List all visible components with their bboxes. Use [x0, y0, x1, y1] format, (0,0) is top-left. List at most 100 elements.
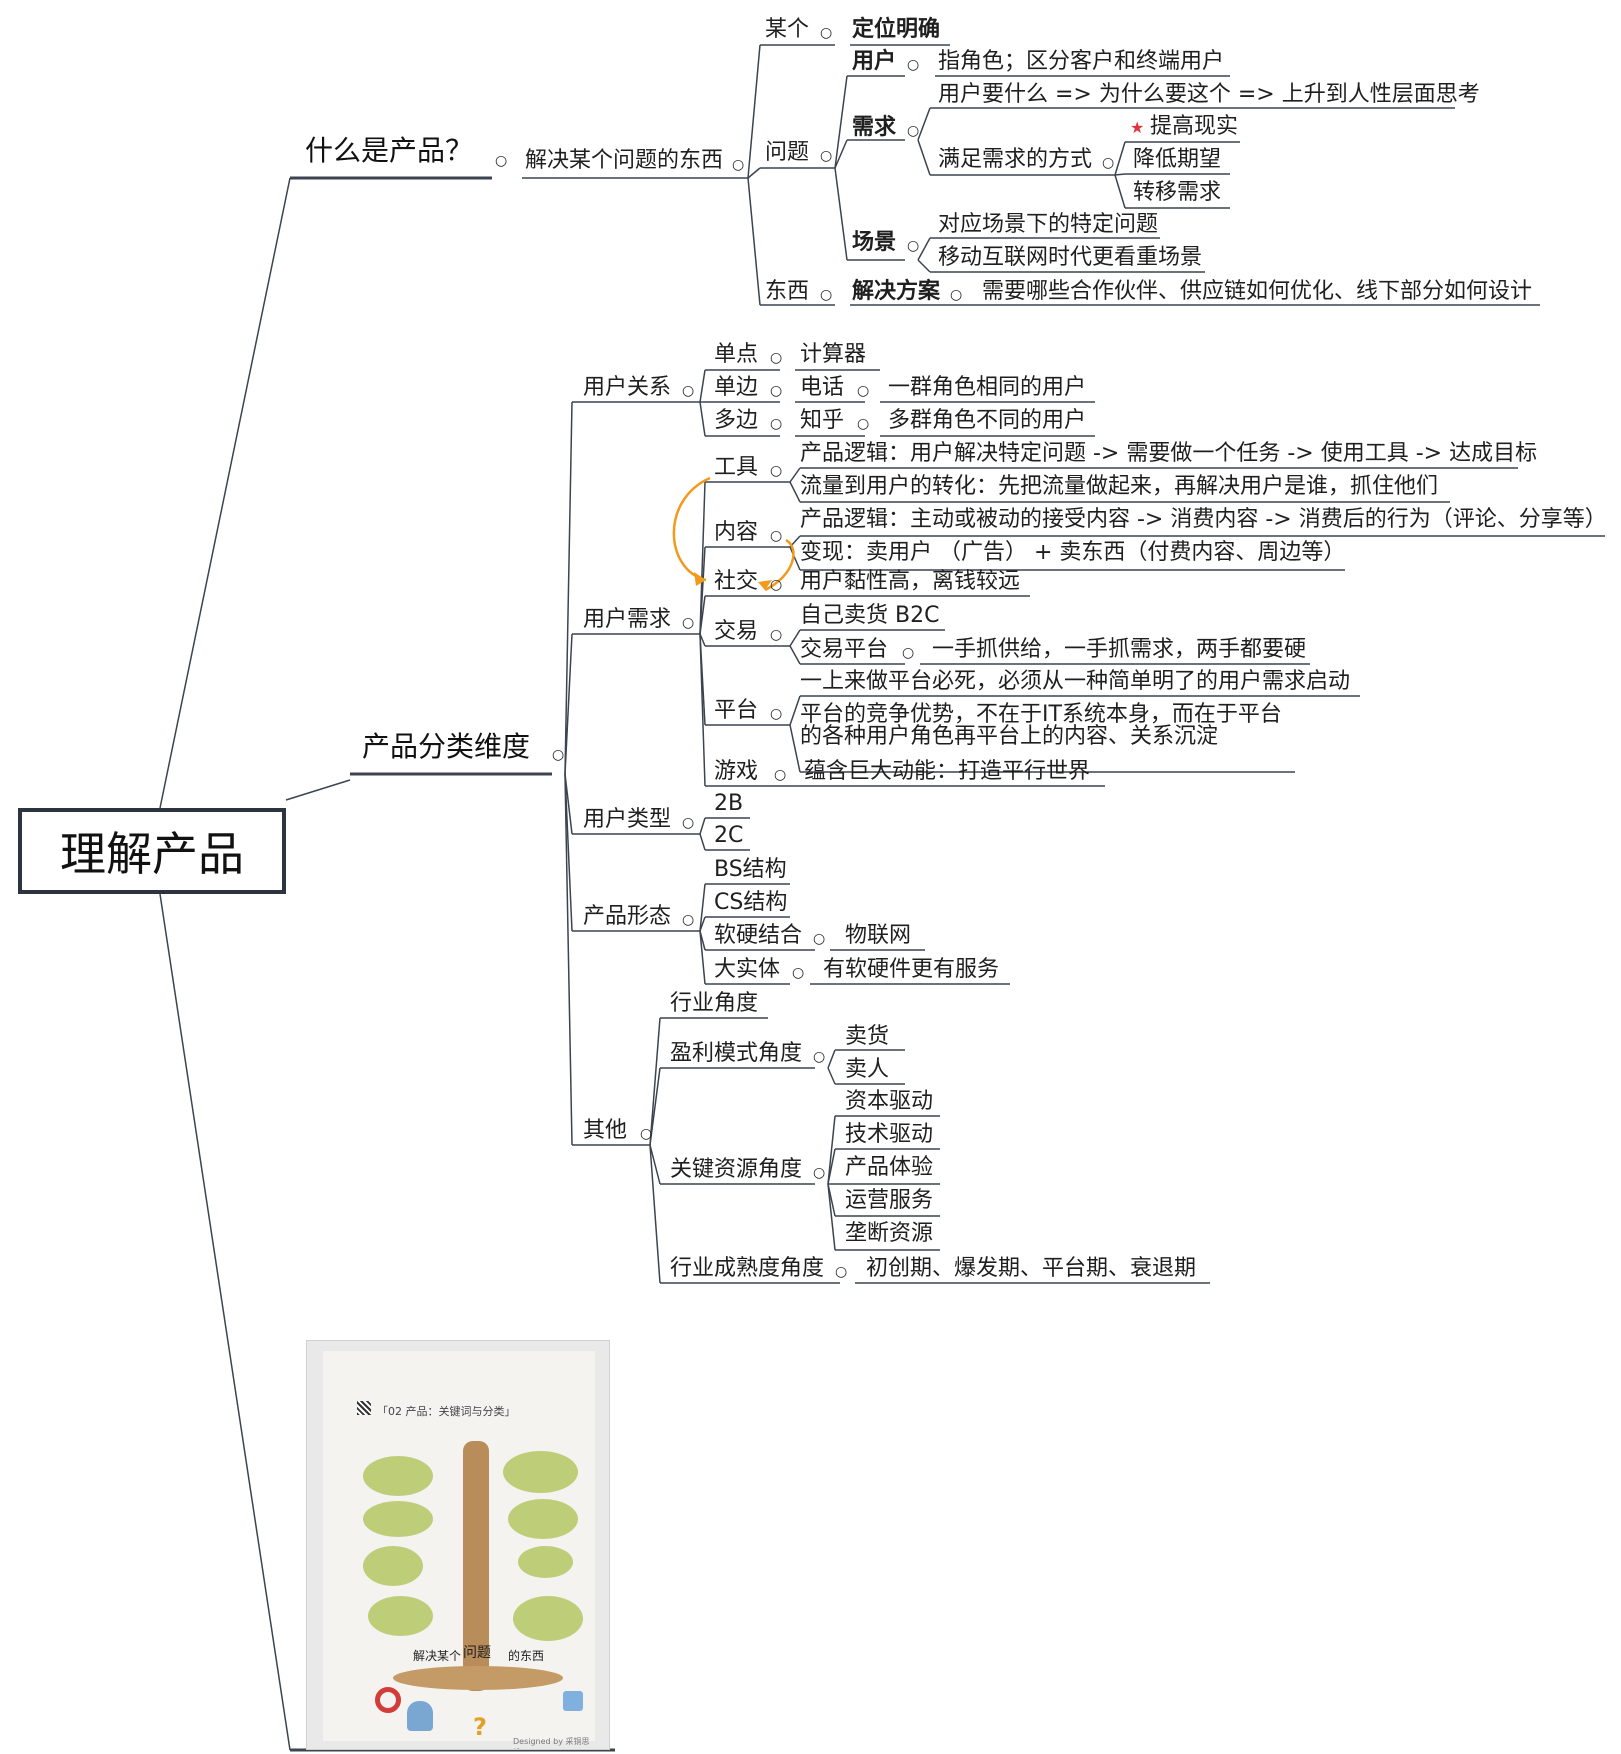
collapse-dot-icon: ○	[682, 383, 695, 399]
collapse-dot-icon: ○	[835, 1264, 848, 1280]
form-iot[interactable]: 物联网	[845, 923, 912, 948]
relation-b-0[interactable]: 计算器	[800, 342, 867, 367]
need-content-2[interactable]: 变现：卖用户 （广告） + 卖东西（付费内容、周边等）	[800, 540, 1346, 565]
node-scene-1[interactable]: 对应场景下的特定问题	[938, 212, 1159, 237]
need-social[interactable]: 社交	[714, 569, 759, 594]
collapse-dot-icon: ○	[640, 1126, 653, 1142]
relation-a-2[interactable]: 多边	[714, 408, 759, 433]
collapse-dot-icon: ○	[1102, 155, 1115, 171]
branch-classification[interactable]: 产品分类维度	[362, 730, 531, 763]
other-industry[interactable]: 行业角度	[670, 991, 759, 1016]
need-social-value[interactable]: 用户黏性高，离钱较远	[800, 569, 1021, 594]
need-platform-2[interactable]: 平台的竞争优势，不在于IT系统本身，而在于平台	[800, 702, 1282, 727]
node-scene-2[interactable]: 移动互联网时代更看重场景	[938, 245, 1203, 270]
collapse-dot-icon: ○	[907, 123, 920, 139]
resource-1[interactable]: 资本驱动	[845, 1089, 934, 1114]
node-user-types[interactable]: 用户类型	[583, 807, 672, 832]
resource-5[interactable]: 垄断资源	[845, 1221, 934, 1246]
form-entity[interactable]: 大实体	[714, 957, 781, 982]
other-maturity[interactable]: 行业成熟度角度	[670, 1256, 825, 1281]
node-user[interactable]: 用户	[852, 49, 897, 74]
need-content[interactable]: 内容	[714, 520, 759, 545]
leaf-shape	[363, 1501, 433, 1537]
photo-paper: 「02 产品：关键词与分类」 解决某个 问题 的东西 ? Designed by…	[323, 1351, 595, 1749]
resource-4[interactable]: 运营服务	[845, 1188, 934, 1213]
node-way-2[interactable]: 降低期望	[1133, 147, 1222, 172]
node-way-3[interactable]: 转移需求	[1133, 180, 1222, 205]
relation-a-1[interactable]: 单边	[714, 375, 759, 400]
collapse-dot-icon: ○	[907, 57, 920, 73]
need-trade-1[interactable]: 自己卖货 B2C	[800, 603, 940, 628]
collapse-dot-icon: ○	[770, 416, 783, 432]
node-solution-detail[interactable]: 需要哪些合作伙伴、供应链如何优化、线下部分如何设计	[982, 279, 1533, 304]
need-trade[interactable]: 交易	[714, 619, 759, 644]
resource-3[interactable]: 产品体验	[845, 1155, 934, 1180]
relation-c-1[interactable]: 一群角色相同的用户	[888, 375, 1087, 400]
node-other[interactable]: 其他	[583, 1118, 628, 1143]
node-wenti[interactable]: 问题	[765, 140, 810, 165]
collapse-dot-icon: ○	[792, 965, 805, 981]
leaf-shape	[363, 1456, 433, 1496]
need-game[interactable]: 游戏	[714, 759, 759, 784]
need-trade-2[interactable]: 交易平台	[800, 637, 889, 662]
need-content-1[interactable]: 产品逻辑：主动或被动的接受内容 -> 消费内容 -> 消费后的行为（评论、分享等…	[800, 507, 1607, 532]
branch-what-is-product[interactable]: 什么是产品？	[305, 134, 474, 167]
other-profit[interactable]: 盈利模式角度	[670, 1041, 803, 1066]
node-product-forms[interactable]: 产品形态	[583, 904, 672, 929]
profit-1[interactable]: 卖货	[845, 1024, 890, 1049]
need-trade-note[interactable]: 一手抓供给，一手抓需求，两手都要硬	[932, 637, 1307, 662]
node-user-needs[interactable]: 用户需求	[583, 607, 672, 632]
need-platform[interactable]: 平台	[714, 698, 759, 723]
node-mouge[interactable]: 某个	[765, 17, 810, 42]
target-icon	[375, 1687, 401, 1713]
node-scene[interactable]: 场景	[852, 230, 897, 255]
collapse-dot-icon: ○	[682, 615, 695, 631]
relation-b-1[interactable]: 电话	[800, 375, 845, 400]
relation-b-2[interactable]: 知乎	[800, 408, 845, 433]
form-service[interactable]: 有软硬件更有服务	[823, 957, 1000, 982]
form-cs[interactable]: CS结构	[714, 890, 788, 915]
other-resource[interactable]: 关键资源角度	[670, 1157, 803, 1182]
collapse-dot-icon: ○	[770, 350, 783, 366]
collapse-dot-icon: ○	[552, 747, 565, 763]
node-user-relation[interactable]: 用户关系	[583, 375, 672, 400]
type-2c[interactable]: 2C	[714, 823, 744, 848]
node-ways-to-meet[interactable]: 满足需求的方式	[938, 147, 1093, 172]
collapse-dot-icon: ○	[770, 528, 783, 544]
need-tool[interactable]: 工具	[714, 455, 759, 480]
need-tool-1[interactable]: 产品逻辑：用户解决特定问题 -> 需要做一个任务 -> 使用工具 -> 达成目标	[800, 441, 1538, 466]
photo-header: 「02 产品：关键词与分类」	[377, 1405, 516, 1418]
node-solution[interactable]: 解决方案	[852, 279, 941, 304]
need-platform-3[interactable]: 的各种用户角色再平台上的内容、关系沉淀	[800, 724, 1219, 749]
maturity-value[interactable]: 初创期、爆发期、平台期、衰退期	[866, 1256, 1197, 1281]
collapse-dot-icon: ○	[682, 815, 695, 831]
node-need[interactable]: 需求	[852, 115, 897, 140]
people-icon	[407, 1701, 433, 1731]
node-solve-problem-thing[interactable]: 解决某个问题的东西	[525, 148, 724, 173]
node-positioning[interactable]: 定位明确	[852, 17, 941, 42]
mindmap-photo[interactable]: 「02 产品：关键词与分类」 解决某个 问题 的东西 ? Designed by…	[306, 1340, 610, 1750]
node-way-1[interactable]: 提高现实	[1150, 114, 1239, 139]
app-icon	[563, 1691, 583, 1711]
node-what-user-wants[interactable]: 用户要什么 => 为什么要这个 => 上升到人性层面思考	[938, 82, 1480, 107]
relation-c-2[interactable]: 多群角色不同的用户	[888, 408, 1087, 433]
relation-a-0[interactable]: 单点	[714, 342, 759, 367]
collapse-dot-icon: ○	[902, 645, 915, 661]
node-role[interactable]: 指角色；区分客户和终端用户	[938, 49, 1225, 74]
type-2b[interactable]: 2B	[714, 791, 744, 816]
need-tool-2[interactable]: 流量到用户的转化：先把流量做起来，再解决用户是谁，抓住他们	[800, 474, 1439, 499]
collapse-dot-icon: ○	[820, 148, 833, 164]
resource-2[interactable]: 技术驱动	[845, 1122, 934, 1147]
form-hardware[interactable]: 软硬结合	[714, 923, 803, 948]
need-platform-1[interactable]: 一上来做平台必死，必须从一种简单明了的用户需求启动	[800, 669, 1351, 694]
collapse-dot-icon: ○	[770, 706, 783, 722]
collapse-dot-icon: ○	[820, 25, 833, 41]
profit-2[interactable]: 卖人	[845, 1057, 890, 1082]
collapse-dot-icon: ○	[682, 912, 695, 928]
node-dongxi[interactable]: 东西	[765, 279, 810, 304]
root-node[interactable]: 理解产品	[18, 808, 286, 894]
form-bs[interactable]: BS结构	[714, 857, 787, 882]
need-game-value[interactable]: 蕴含巨大动能：打造平行世界	[804, 759, 1091, 784]
